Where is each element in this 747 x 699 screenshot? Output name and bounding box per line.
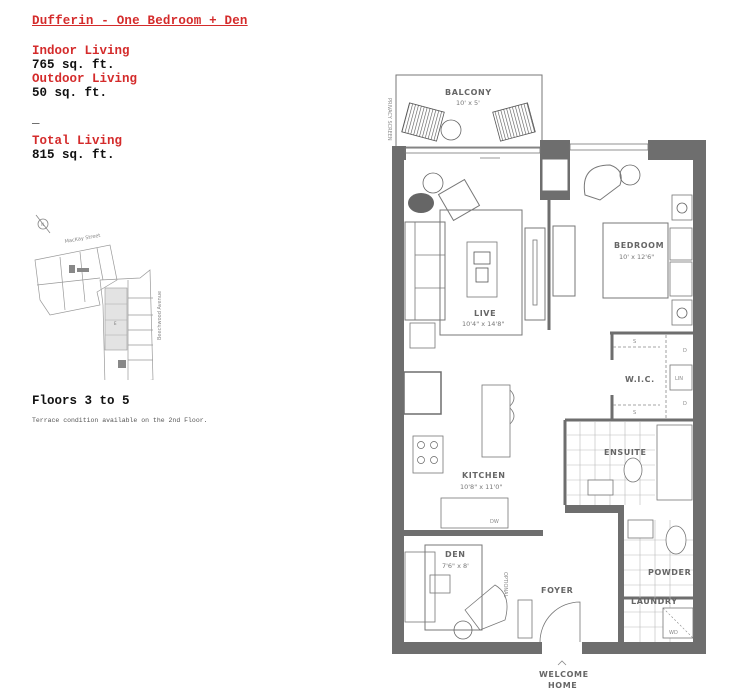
svg-text:7'6" x 8': 7'6" x 8' <box>442 562 469 570</box>
svg-text:ENSUITE: ENSUITE <box>604 448 647 457</box>
sink-icon <box>627 519 654 539</box>
side-table-icon <box>619 164 641 186</box>
svg-text:10'8" x 11'0": 10'8" x 11'0" <box>460 483 502 491</box>
svg-text:LIN: LIN <box>675 376 683 382</box>
outdoor-living-value: 50 sq. ft. <box>32 86 108 100</box>
unit-info: Dufferin - One Bedroom + Den Indoor Livi… <box>32 14 248 162</box>
total-living-label: Total Living <box>32 134 123 148</box>
svg-text:10' x 5': 10' x 5' <box>456 99 480 107</box>
entry-marker: WELCOME HOME <box>539 660 589 690</box>
tv-console-icon <box>524 227 546 321</box>
side-table-icon <box>440 119 462 141</box>
street-label-top: MacKay Street <box>64 233 101 245</box>
coffee-table-icon <box>466 241 498 298</box>
armchair-icon <box>437 178 481 222</box>
side-table-icon <box>453 620 473 640</box>
unit-highlight <box>104 287 128 351</box>
cooktop-icon <box>412 435 444 474</box>
separator: _ <box>32 112 40 126</box>
bench-icon <box>517 599 533 639</box>
balcony: PRIVACY SCREEN BALCONY 10' x 5' <box>386 74 543 149</box>
svg-text:POWDER: POWDER <box>648 568 691 577</box>
island-icon <box>481 384 511 458</box>
bathtub-icon <box>656 424 693 501</box>
svg-text:HOME: HOME <box>548 681 577 690</box>
dresser-icon <box>552 225 576 297</box>
svg-text:N: N <box>41 222 44 227</box>
rug <box>424 544 483 631</box>
svg-text:E: E <box>114 321 117 326</box>
svg-text:10' x 12'6": 10' x 12'6" <box>619 253 654 261</box>
ensuite: ENSUITE <box>567 422 693 505</box>
sliding-door <box>404 146 541 154</box>
nightstand-icon <box>671 194 693 221</box>
arrow-up-icon <box>557 660 567 666</box>
svg-text:DW: DW <box>490 519 499 525</box>
lounge-chair-icon <box>464 584 508 631</box>
svg-text:LIVE: LIVE <box>474 309 496 318</box>
den: OPTIONAL DEN 7'6" x 8' <box>404 544 533 640</box>
unit-title: Dufferin - One Bedroom + Den <box>32 14 248 28</box>
north-arrow-icon: N <box>35 214 51 234</box>
privacy-screen-label: PRIVACY SCREEN <box>386 98 392 141</box>
bed-icon <box>602 222 669 299</box>
svg-text:WELCOME: WELCOME <box>539 670 589 679</box>
bedroom-window <box>569 143 649 151</box>
total-living-value: 815 sq. ft. <box>32 148 115 162</box>
counter-icon <box>440 497 509 529</box>
sofa-icon <box>404 221 446 321</box>
bedroom: BEDROOM 10' x 12'6" <box>552 164 693 326</box>
outdoor-living-label: Outdoor Living <box>32 72 138 86</box>
terrace-note: Terrace condition available on the 2nd F… <box>32 417 208 424</box>
walk-in-closet: S S D D LIN W.I.C. <box>613 335 693 418</box>
stool-icon <box>509 389 515 425</box>
svg-text:DEN: DEN <box>445 550 466 559</box>
svg-text:10'4" x 14'8": 10'4" x 14'8" <box>462 320 504 328</box>
rug <box>439 209 523 336</box>
svg-text:OPTIONAL: OPTIONAL <box>502 572 508 598</box>
street-label-side: Beechwood Avenue <box>157 291 163 340</box>
kitchen: KITCHEN 10'8" x 11'0" DW <box>403 371 515 529</box>
vanity-icon <box>587 479 614 496</box>
shaft-icon <box>542 159 568 191</box>
foyer-label: FOYER <box>541 586 573 595</box>
floor-plan: PRIVACY SCREEN BALCONY 10' x 5' <box>386 74 706 690</box>
desk-icon <box>404 551 436 623</box>
svg-text:D: D <box>683 348 687 354</box>
toilet-icon <box>623 457 643 483</box>
exterior-walls <box>392 140 706 654</box>
lounge-chair-icon <box>401 102 536 142</box>
svg-text:W.I.C.: W.I.C. <box>625 375 655 384</box>
key-plan: N MacKay Street Beechwood Avenue E <box>34 214 163 380</box>
powder-room: POWDER <box>624 519 693 642</box>
floors-label: Floors 3 to 5 <box>32 394 130 408</box>
svg-text:S: S <box>633 410 636 416</box>
live-room: LIVE 10'4" x 14'8" <box>404 172 546 349</box>
indoor-living-value: 765 sq. ft. <box>32 58 115 72</box>
svg-text:WD: WD <box>669 630 678 636</box>
entry-door <box>539 601 581 643</box>
svg-text:KITCHEN: KITCHEN <box>462 471 506 480</box>
svg-text:LAUNDRY: LAUNDRY <box>631 597 678 606</box>
svg-text:BEDROOM: BEDROOM <box>614 241 664 250</box>
plant-icon <box>408 193 434 213</box>
svg-text:BALCONY: BALCONY <box>445 88 492 97</box>
side-table-icon <box>422 172 444 194</box>
svg-text:D: D <box>683 401 687 407</box>
desk-chair-icon <box>429 574 451 594</box>
toilet-icon <box>665 525 687 555</box>
svg-text:S: S <box>633 339 636 345</box>
nightstand-icon <box>671 299 693 326</box>
accent-chair-icon <box>583 164 622 201</box>
fridge-icon <box>403 371 442 415</box>
end-table-icon <box>409 322 436 349</box>
laundry-room: WD LAUNDRY <box>631 597 694 639</box>
indoor-living-label: Indoor Living <box>32 44 130 58</box>
